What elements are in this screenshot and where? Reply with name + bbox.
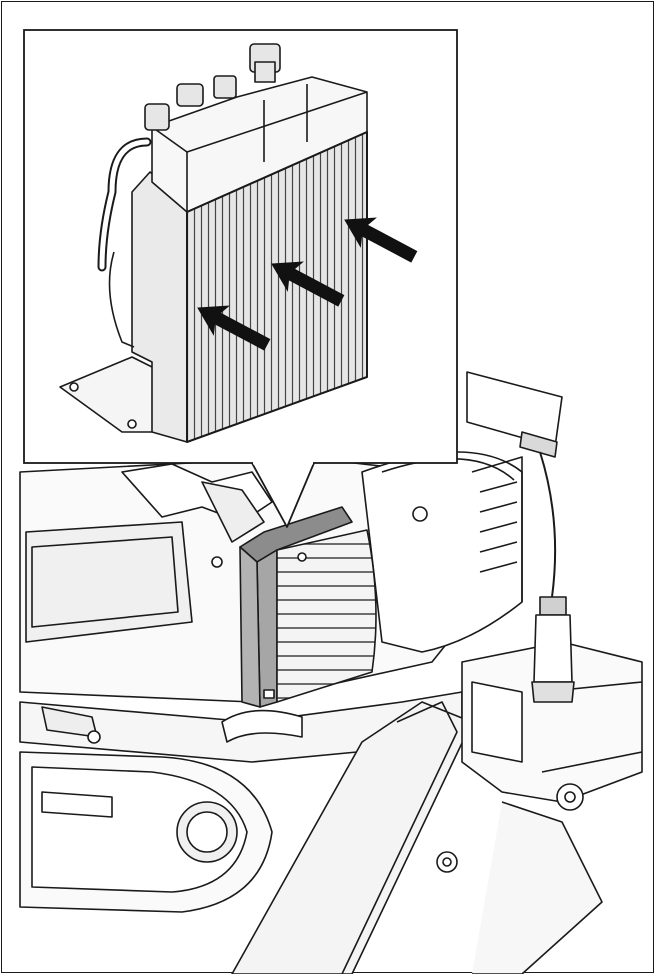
callout	[23, 29, 458, 528]
airflow-arrow-icon	[197, 305, 271, 351]
installed-oil-cooler	[239, 506, 377, 708]
airflow-arrow-icon	[344, 217, 418, 263]
grille-housing	[361, 451, 523, 653]
side-recess	[25, 521, 193, 643]
sensor-connector	[466, 371, 575, 703]
airflow-arrow-icon	[271, 261, 345, 307]
callout-pointer	[251, 462, 315, 528]
oil-cooler-icon	[59, 43, 368, 443]
airflow-arrows	[197, 217, 418, 351]
fittings	[144, 43, 281, 131]
swing-bracket	[461, 641, 643, 803]
machine-scene	[19, 371, 643, 974]
boom-arm	[231, 701, 473, 974]
